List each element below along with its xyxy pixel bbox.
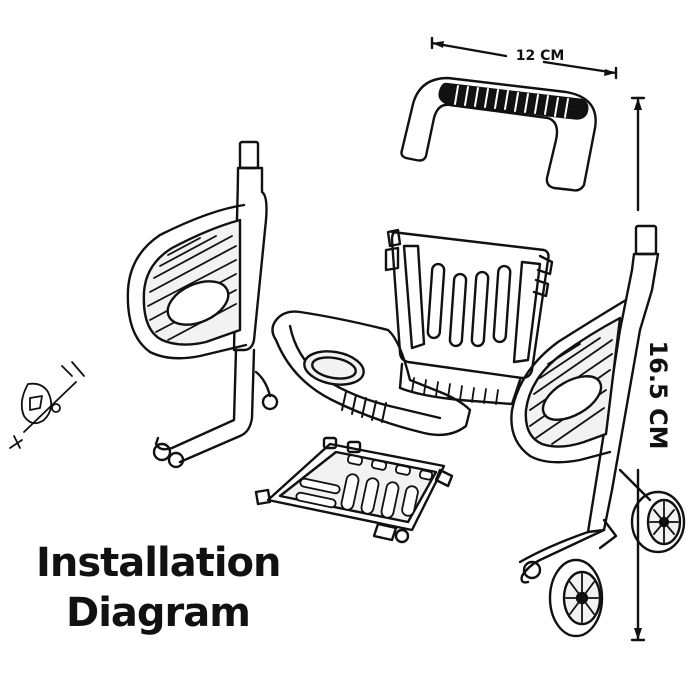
left-frame-window: [166, 280, 230, 326]
width-dimension: 12 CM: [430, 36, 618, 80]
bottom-tray-part: [254, 436, 454, 544]
height-label: 16.5 CM: [644, 340, 672, 449]
left-side-frame-part: [126, 140, 279, 469]
back-panel-slots: [426, 262, 512, 348]
screw-assembly-icon: [9, 361, 85, 449]
handle-bar-part: [400, 76, 597, 192]
rear-wheel: [548, 558, 604, 638]
title-line-2: Diagram: [66, 590, 251, 636]
basket-back-panel-part: [384, 228, 554, 406]
right-frame-window: [541, 375, 603, 421]
basket-front-part: [271, 310, 472, 437]
title-line-1: Installation: [36, 540, 281, 586]
diagram-title: Installation Diagram: [36, 538, 281, 638]
height-dimension: 16.5 CM: [630, 96, 672, 642]
width-label: 12 CM: [516, 48, 565, 64]
basket-front-window: [303, 350, 365, 386]
front-wheel: [630, 490, 686, 554]
right-side-frame-part: [510, 224, 686, 638]
